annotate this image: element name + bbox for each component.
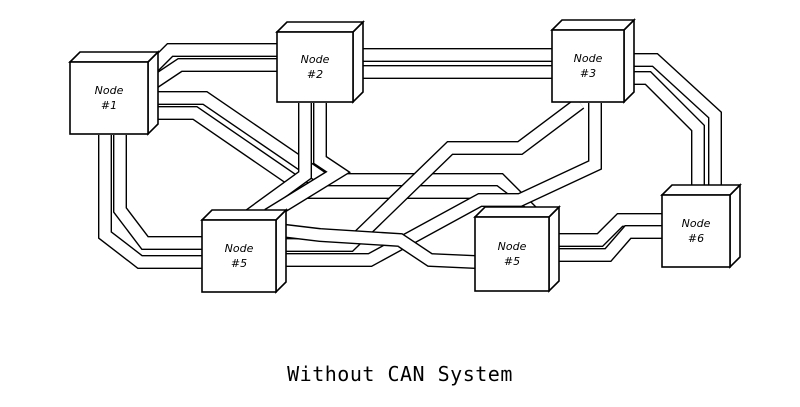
cable-15 (277, 223, 476, 269)
node-side-face (548, 205, 560, 293)
cable-14 (113, 135, 202, 250)
node-side-face (623, 18, 635, 104)
node-front-face (276, 31, 354, 103)
cable-fill (278, 98, 584, 251)
cable-11 (278, 97, 585, 252)
node-front-face (551, 29, 625, 103)
node-label-line2: #5 (504, 255, 520, 268)
cable-fill (625, 72, 704, 192)
cable-fill (278, 103, 601, 266)
node-label-line2: #3 (580, 67, 596, 80)
node-top-face (550, 19, 636, 31)
node-side-face (275, 208, 287, 294)
cable-12 (278, 103, 602, 267)
cable-13 (98, 135, 202, 269)
cable-fill (99, 135, 202, 268)
node-label-line1: Node (225, 242, 254, 255)
cable-fill (550, 226, 662, 261)
cable-harness (98, 43, 722, 269)
node-side-face (147, 50, 159, 136)
node-label-line2: #5 (231, 257, 247, 270)
node-label-line1: Node (301, 53, 330, 66)
node-top-face (200, 209, 288, 221)
diagram-caption: Without CAN System (287, 362, 513, 386)
node-label-line1: Node (574, 52, 603, 65)
cable-fill (277, 224, 476, 268)
node-label-line1: Node (498, 240, 527, 253)
node-label-line1: Node (95, 84, 124, 97)
node-label-line2: #6 (688, 232, 704, 245)
cable-16 (550, 213, 662, 247)
cable-10 (264, 103, 351, 221)
node-box-n6: Node #6 (660, 183, 742, 269)
node-front-face (661, 194, 731, 268)
node-side-face (729, 183, 741, 269)
node-top-face (473, 206, 561, 218)
node-box-n3: Node #3 (550, 18, 636, 104)
cable-fill (550, 214, 662, 246)
cable-2 (146, 58, 280, 91)
node-label-line1: Node (682, 217, 711, 230)
node-top-face (660, 184, 742, 196)
node-box-n5: Node #5 (473, 205, 561, 293)
cable-fill (246, 103, 311, 220)
cable-6 (625, 71, 705, 192)
node-top-face (68, 51, 160, 63)
cable-fill (625, 54, 721, 192)
node-box-n4: Node #5 (200, 208, 288, 294)
node-top-face (275, 21, 365, 33)
node-label-line2: #2 (307, 68, 323, 81)
node-box-n1: Node #1 (68, 50, 160, 136)
node-label-line2: #1 (101, 99, 117, 112)
node-side-face (352, 20, 364, 104)
node-front-face (69, 61, 149, 135)
node-front-face (201, 219, 277, 293)
node-front-face (474, 216, 550, 292)
cable-fill (114, 135, 202, 249)
cable-fill (265, 103, 349, 220)
cable-9 (245, 103, 312, 221)
node-box-n2: Node #2 (275, 20, 365, 104)
cable-fill (146, 59, 280, 90)
cable-5 (625, 53, 722, 192)
cable-17 (550, 225, 662, 262)
